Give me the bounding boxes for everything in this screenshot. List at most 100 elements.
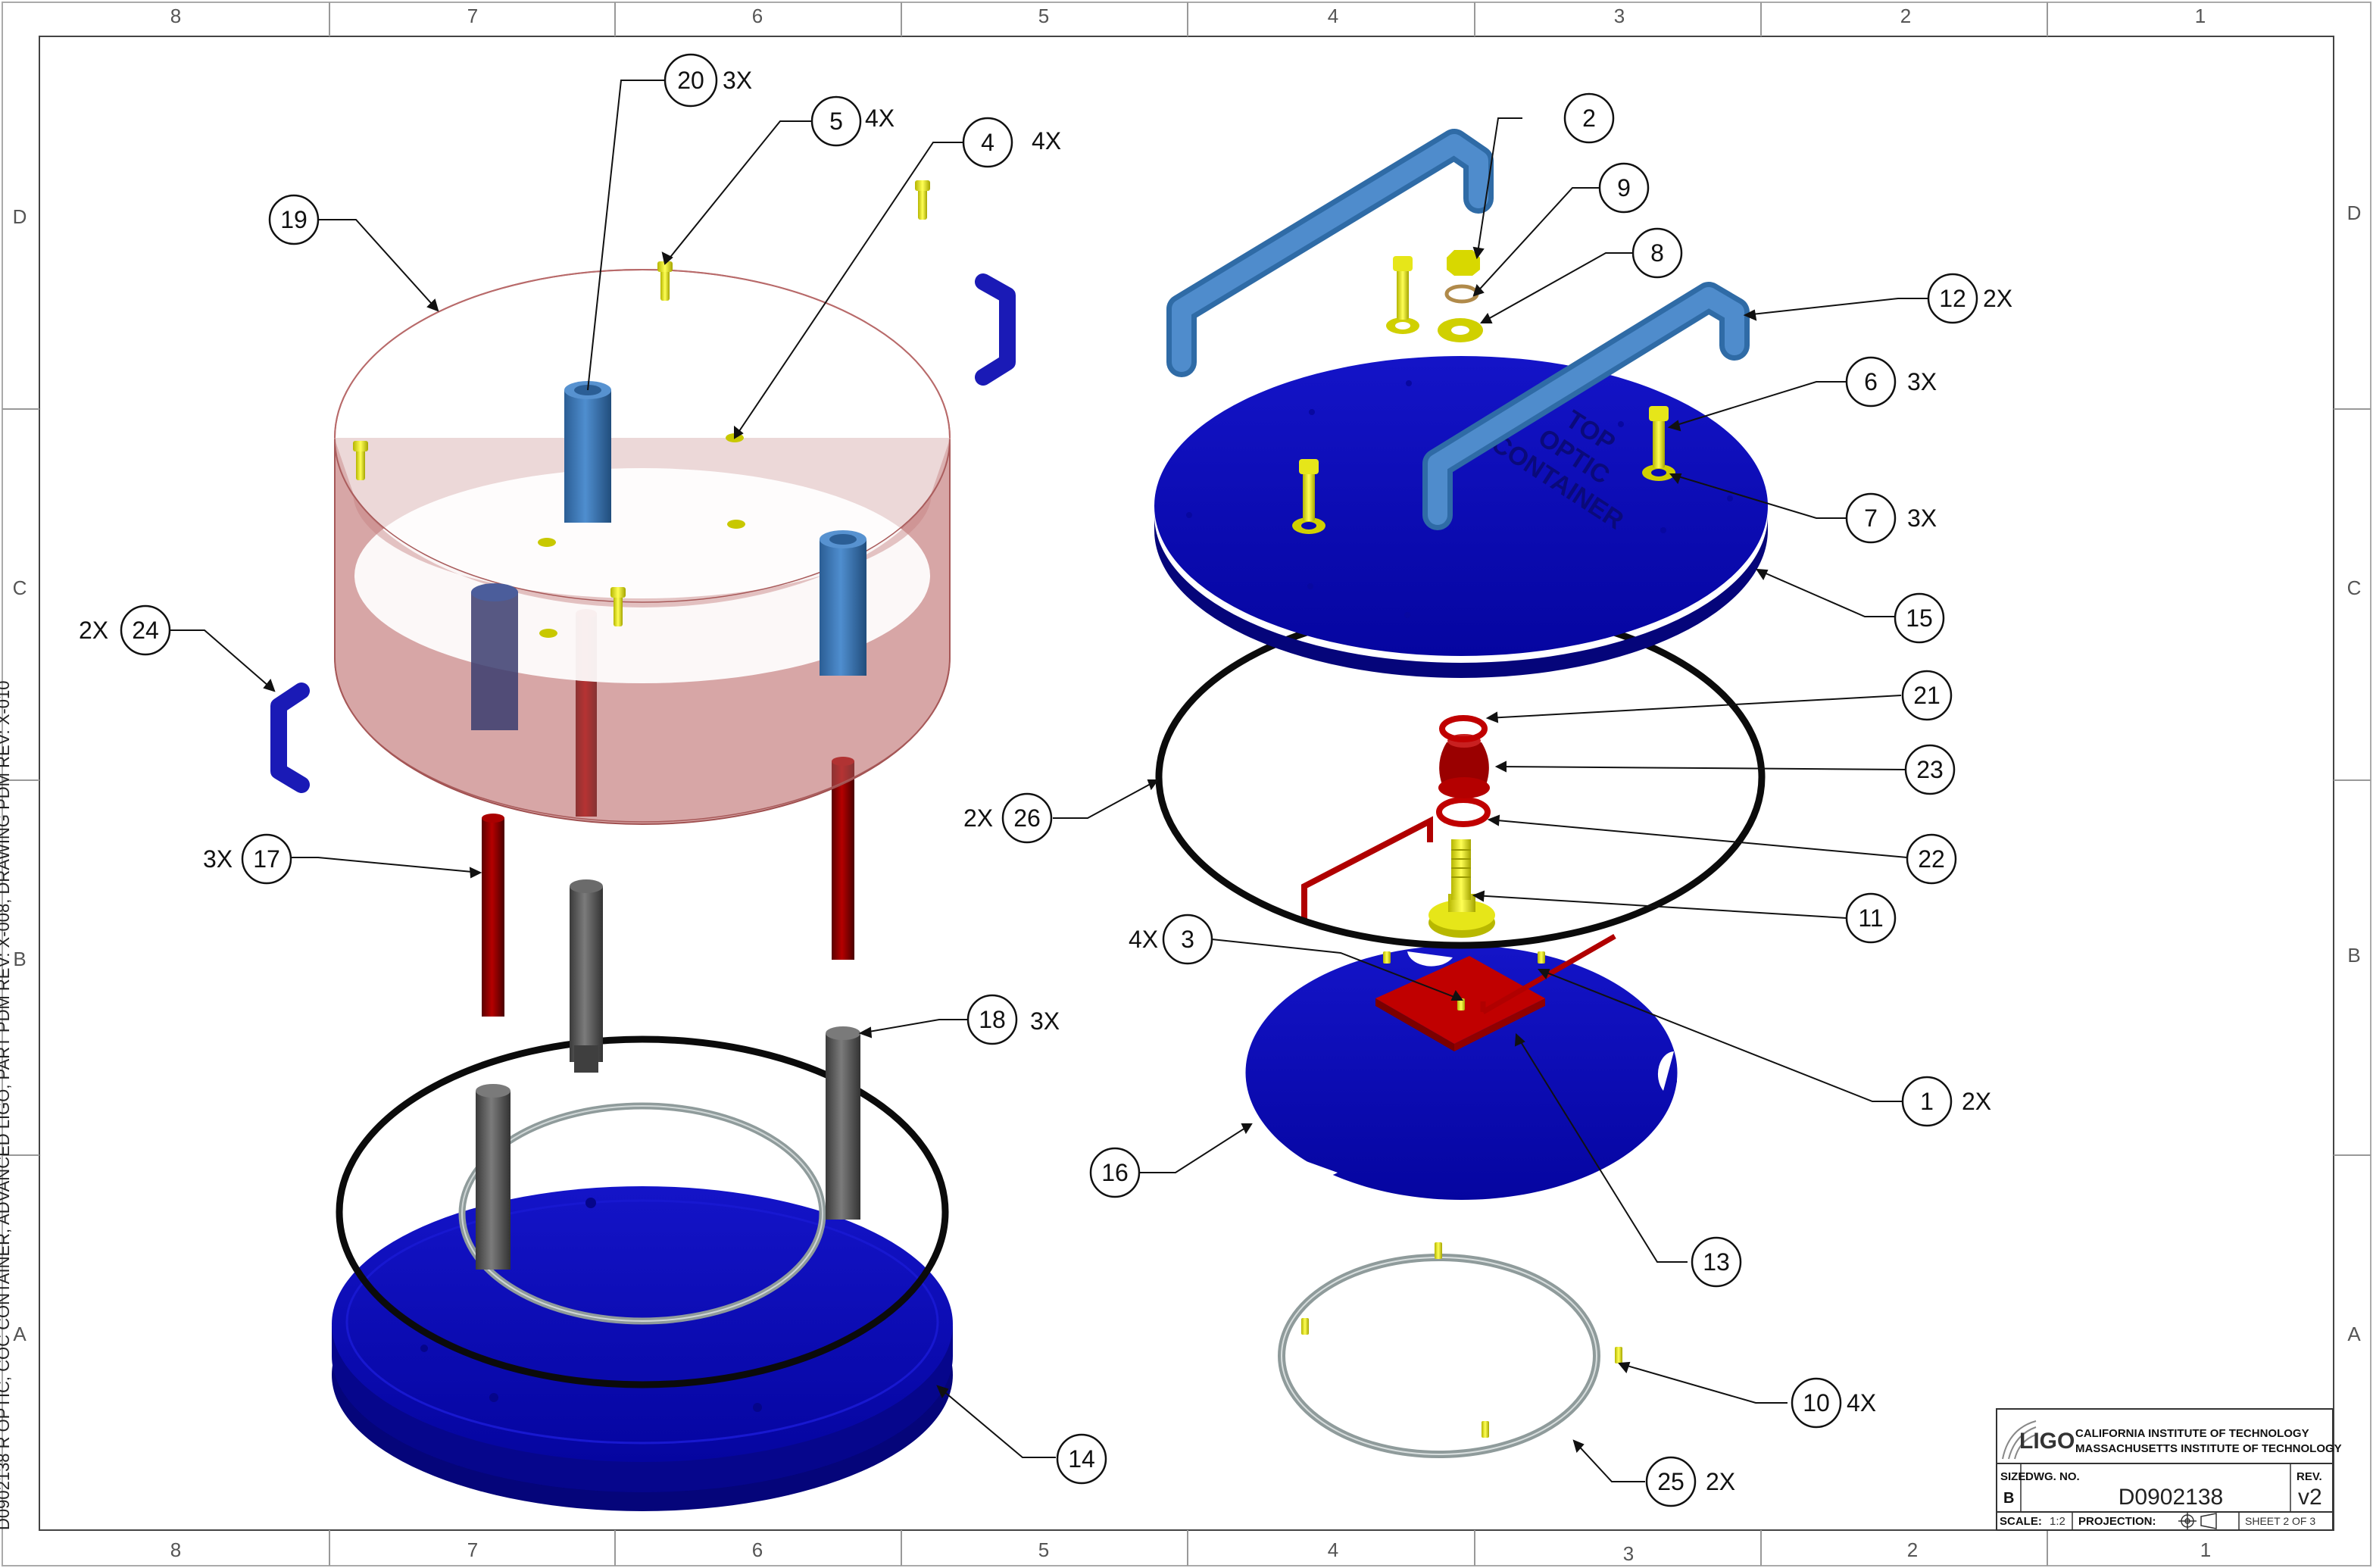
standoffs-20 bbox=[471, 381, 866, 730]
rev-label: REV. bbox=[2297, 1470, 2322, 1483]
o-ring-large-left bbox=[336, 1035, 949, 1388]
callout-10-number: 10 bbox=[1803, 1389, 1830, 1417]
zone-col-bottom-3: 3 bbox=[1623, 1542, 1634, 1565]
callout-3-qty: 4X bbox=[1129, 926, 1158, 953]
ring-25 bbox=[1278, 1254, 1600, 1458]
base-plate-14 bbox=[332, 1186, 953, 1511]
callout-8: 8 bbox=[1631, 227, 1683, 279]
callout-23-number: 23 bbox=[1916, 756, 1944, 783]
callout-21-number: 21 bbox=[1913, 682, 1941, 709]
callout-18-qty: 3X bbox=[1030, 1007, 1060, 1035]
callout-15: 15 bbox=[1894, 592, 1945, 644]
callout-6-number: 6 bbox=[1864, 368, 1878, 395]
part-11 bbox=[1428, 839, 1495, 938]
callout-23: 23 bbox=[1904, 744, 1956, 795]
callout-18-number: 18 bbox=[979, 1006, 1006, 1033]
zone-col-bottom-7: 7 bbox=[467, 1538, 478, 1561]
callout-12-number: 12 bbox=[1939, 285, 1966, 312]
screws-5 bbox=[353, 180, 930, 626]
size-value: B bbox=[2003, 1490, 2014, 1507]
zone-col-bottom-2: 2 bbox=[1907, 1538, 1918, 1561]
zone-col-top-6: 6 bbox=[752, 5, 763, 27]
screws-6 bbox=[1292, 256, 1675, 534]
dwg-no-label: DWG. NO. bbox=[2025, 1470, 2080, 1483]
callout-22: 22 bbox=[1906, 833, 1957, 885]
scale-value: 1:2 bbox=[2050, 1515, 2065, 1528]
callout-10-qty: 4X bbox=[1847, 1389, 1876, 1417]
zone-row-right-A: A bbox=[2347, 1323, 2361, 1345]
leader-lines bbox=[170, 80, 1928, 1482]
zone-col-top-8: 8 bbox=[170, 5, 181, 27]
callout-1-number: 1 bbox=[1920, 1088, 1934, 1115]
zone-row-left-D: D bbox=[13, 205, 27, 228]
zone-col-top-7: 7 bbox=[467, 5, 478, 27]
callout-9-number: 9 bbox=[1617, 174, 1631, 201]
ligo-logo: LIGO bbox=[2002, 1420, 2075, 1460]
dwg-no-value: D0902138 bbox=[2119, 1485, 2223, 1510]
standoffs-18 bbox=[476, 879, 860, 1270]
callout-20-number: 20 bbox=[677, 67, 704, 94]
zone-row-right-C: C bbox=[2347, 576, 2362, 599]
callout-24-number: 24 bbox=[132, 617, 159, 644]
zone-col-top-3: 3 bbox=[1614, 5, 1625, 27]
callout-4-number: 4 bbox=[981, 129, 994, 156]
zone-row-right-B: B bbox=[2347, 944, 2360, 967]
zone-col-top-2: 2 bbox=[1900, 5, 1911, 27]
callout-24: 24 bbox=[120, 604, 171, 656]
zone-row-left-C: C bbox=[13, 576, 27, 599]
callout-20-qty: 3X bbox=[723, 67, 752, 94]
rev-value: v2 bbox=[2298, 1485, 2322, 1510]
callout-1-qty: 2X bbox=[1962, 1088, 1991, 1115]
callout-17-qty: 3X bbox=[203, 845, 233, 873]
callout-8-number: 8 bbox=[1650, 239, 1664, 267]
callout-2: 2 bbox=[1563, 92, 1615, 144]
zone-col-bottom-8: 8 bbox=[170, 1538, 181, 1561]
callout-14-number: 14 bbox=[1068, 1445, 1095, 1473]
callout-5-number: 5 bbox=[829, 108, 843, 135]
callout-6: 6 bbox=[1845, 356, 1897, 408]
nut-2 bbox=[1447, 250, 1480, 276]
ligo-logo-text: LIGO bbox=[2019, 1429, 2075, 1454]
callout-25-qty: 2X bbox=[1706, 1468, 1735, 1495]
handles-24 bbox=[270, 273, 1016, 793]
callout-17-number: 17 bbox=[253, 845, 280, 873]
callout-16: 16 bbox=[1089, 1147, 1141, 1198]
callout-19: 19 bbox=[268, 194, 320, 245]
callout-7: 7 bbox=[1845, 492, 1897, 544]
callout-20: 20 bbox=[664, 53, 718, 108]
callout-10: 10 bbox=[1791, 1377, 1842, 1429]
part-22 bbox=[1436, 797, 1491, 827]
callout-7-number: 7 bbox=[1864, 504, 1878, 532]
screws-3 bbox=[1383, 951, 1545, 1010]
lid-15: TOP OPTIC CONTAINER bbox=[1154, 356, 1768, 678]
screws-10 bbox=[1301, 1242, 1622, 1438]
callout-25-number: 25 bbox=[1657, 1468, 1685, 1495]
callout-6-qty: 3X bbox=[1907, 368, 1937, 395]
callout-12-qty: 2X bbox=[1983, 285, 2012, 312]
zone-col-bottom-4: 4 bbox=[1328, 1538, 1338, 1561]
sheet-number: SHEET 2 OF 3 bbox=[2245, 1515, 2315, 1527]
zone-col-top-4: 4 bbox=[1328, 5, 1338, 27]
callout-16-number: 16 bbox=[1101, 1159, 1129, 1186]
callout-24-qty: 2X bbox=[79, 617, 108, 644]
zone-col-top-1: 1 bbox=[2195, 5, 2206, 27]
part-21 bbox=[1439, 715, 1488, 742]
callout-9: 9 bbox=[1598, 162, 1650, 214]
zone-row-left-B: B bbox=[13, 948, 26, 970]
callout-26-number: 26 bbox=[1013, 804, 1041, 832]
callout-14: 14 bbox=[1056, 1433, 1107, 1485]
side-note: D0902138 R OPTIC, COC CONTAINER, ADVANCE… bbox=[0, 681, 13, 1530]
callout-13-number: 13 bbox=[1703, 1248, 1730, 1276]
callout-11: 11 bbox=[1845, 892, 1897, 944]
callout-18: 18 bbox=[966, 994, 1018, 1045]
callout-5: 5 bbox=[810, 95, 862, 147]
washer-8 bbox=[1438, 318, 1483, 342]
org-line-2: MASSACHUSETTS INSTITUTE OF TECHNOLOGY bbox=[2075, 1442, 2342, 1455]
callout-26: 26 bbox=[1001, 792, 1053, 844]
callout-15-number: 15 bbox=[1906, 604, 1933, 632]
zone-labels: 8 7 6 5 4 3 2 1 8 7 6 5 4 3 2 1 D C B A … bbox=[13, 5, 2362, 1565]
left-exploded-assembly bbox=[270, 180, 1016, 1511]
callout-3-number: 3 bbox=[1181, 926, 1194, 953]
